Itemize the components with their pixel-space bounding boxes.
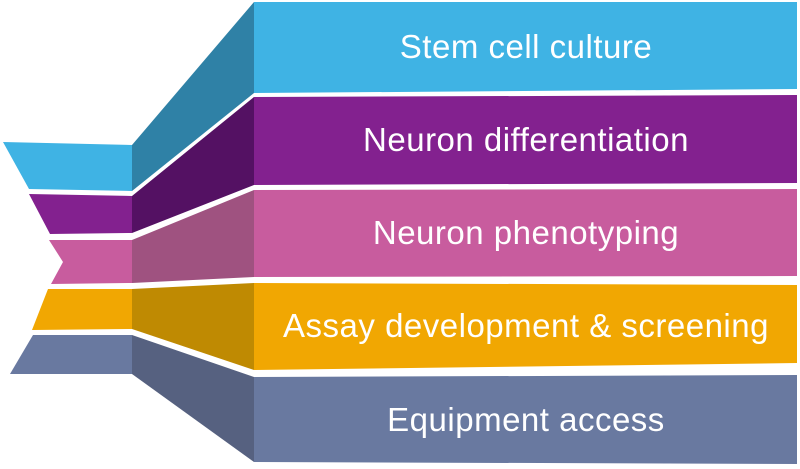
ribbon-left-segment (29, 194, 132, 234)
ribbon-assay-development-screening: Assay development & screening (32, 283, 797, 370)
ribbon-stem-cell-culture: Stem cell culture (3, 2, 797, 191)
ribbon-left-segment (3, 142, 132, 191)
ribbon-fold-segment (132, 97, 254, 233)
ribbon-left-segment (32, 289, 132, 330)
ribbon-neuron-phenotyping: Neuron phenotyping (49, 189, 797, 284)
ribbon-main-band (254, 375, 797, 464)
ribbon-fold-segment (132, 283, 254, 370)
ribbon-main-band (254, 283, 797, 370)
ribbon-main-band (254, 95, 797, 185)
ribbon-fold-segment (132, 190, 254, 283)
ribbon-fold-segment (132, 335, 254, 462)
ribbon-label: Neuron phenotyping (373, 214, 679, 251)
ribbon-left-segment (10, 335, 132, 374)
ribbon-main-band (254, 189, 797, 277)
ribbon-fold-segment (132, 2, 254, 191)
ribbon-neuron-differentiation: Neuron differentiation (29, 95, 797, 234)
ribbon-label: Equipment access (387, 401, 665, 438)
ribbon-equipment-access: Equipment access (10, 335, 797, 464)
ribbon-label: Assay development & screening (283, 307, 769, 344)
ribbon-main-band (254, 2, 797, 93)
ribbon-label: Neuron differentiation (363, 121, 689, 158)
ribbon-label: Stem cell culture (400, 28, 652, 65)
ribbon-left-segment (49, 240, 132, 284)
